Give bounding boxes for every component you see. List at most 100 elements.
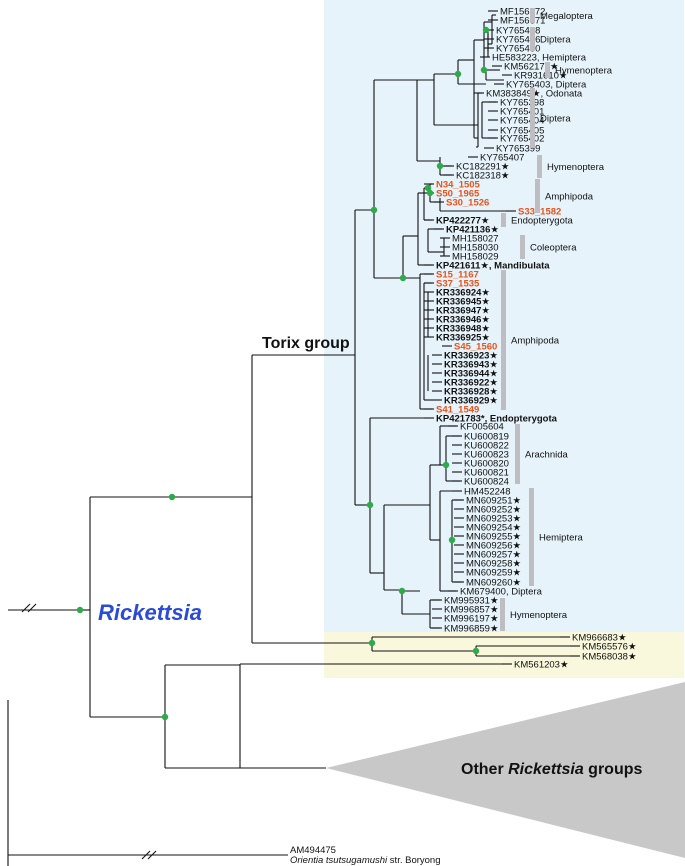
clade-group-label: Amphipoda	[511, 335, 560, 346]
tip-label: KP421136★	[446, 224, 499, 235]
supported-node-marker	[448, 536, 456, 544]
tip-label: KR336923★	[444, 350, 498, 361]
clade-group-label: Hymenoptera	[547, 162, 605, 173]
tip-label: HE583223, Hemiptera	[492, 52, 587, 63]
clade-bar	[501, 213, 506, 227]
tip-label: KU600822	[464, 440, 509, 451]
clade-bar	[530, 27, 535, 51]
clade-group-label: Diptera	[540, 113, 571, 124]
tip-label: KY765407	[480, 152, 524, 163]
tip-label: KU600823	[464, 449, 509, 460]
supported-node-marker	[76, 606, 84, 614]
tip-label: KU600819	[464, 431, 509, 442]
tip-label: MN609257★	[466, 549, 521, 560]
clade-group-label: Coleoptera	[530, 242, 577, 253]
tip-label: S15_1167	[436, 269, 479, 280]
tip-label: KU600820	[464, 458, 509, 469]
clade-bar	[535, 179, 540, 213]
tip-label: KR336947★	[436, 305, 490, 316]
clade-bar	[500, 598, 505, 631]
clade-bar	[520, 235, 525, 259]
tip-label: KR336922★	[444, 377, 498, 388]
tip-label: KR336948★	[436, 323, 490, 334]
tip-label: KM996857★	[444, 604, 498, 615]
clade-group-label: Diptera	[540, 34, 571, 45]
tip-label: KR336943★	[444, 359, 498, 370]
tip-label: N34_1505	[436, 179, 481, 190]
clade-bar	[545, 62, 550, 78]
supported-node-marker	[480, 66, 488, 74]
clade-bar	[530, 8, 535, 23]
other-rickettsia-groups-label: Other Rickettsia groups	[461, 761, 642, 778]
tip-label: S41_1549	[436, 404, 479, 415]
clade-bar	[529, 488, 534, 586]
clade-group-label: Arachnida	[525, 449, 568, 460]
clade-group-label: Hymenoptera	[555, 65, 613, 76]
tip-label: KM996859★	[444, 623, 498, 634]
tip-label: MF156671	[500, 15, 545, 26]
tip-label: MN609260★	[466, 577, 521, 588]
tip-label: HM452248	[464, 486, 510, 497]
clade-bar	[501, 270, 506, 410]
tip-label: KY765406	[496, 34, 540, 45]
tip-label: MN609256★	[466, 540, 521, 551]
tip-label: MN609255★	[466, 531, 521, 542]
clade-bar	[515, 424, 520, 484]
supported-node-marker	[482, 26, 490, 34]
clade-bar	[530, 88, 535, 148]
tip-label: KY765398	[500, 97, 544, 108]
tip-label: KR336924★	[436, 287, 490, 298]
branch-break-mark	[141, 850, 157, 860]
rickettsia-clade-label: Rickettsia	[98, 600, 202, 625]
tip-label: MN609259★	[466, 567, 521, 578]
tip-label: KY765405	[500, 125, 544, 136]
supported-node-marker	[426, 189, 434, 197]
supported-node-marker	[436, 162, 444, 170]
tip-label: MN609258★	[466, 558, 521, 569]
outgroup-accession-label: AM494475	[290, 845, 336, 856]
supported-node-marker	[161, 713, 169, 721]
tip-label: KM679400, Diptera	[460, 586, 543, 597]
tip-label: KR336925★	[436, 332, 490, 343]
tip-label: KY765402	[500, 133, 544, 144]
collapsed-other-rickettsia-clade	[326, 682, 685, 858]
supported-node-marker	[472, 647, 480, 655]
supported-node-marker	[368, 639, 376, 647]
tip-label: MH158027	[452, 233, 498, 244]
tip-label: KR336944★	[444, 368, 498, 379]
tip-label: KM966683★	[572, 632, 626, 643]
tip-label: KM565576★	[582, 641, 636, 652]
tip-label: KP421611★, Mandibulata	[436, 260, 550, 271]
tip-label: KY765403, Diptera	[506, 79, 587, 90]
tip-label: KR336928★	[444, 386, 498, 397]
supported-node-marker	[399, 274, 407, 282]
tip-label: KY765404	[500, 115, 544, 126]
tip-label: KP422277★	[436, 215, 489, 226]
tip-label: KR336946★	[436, 314, 490, 325]
tip-label: KP421783*, Endopterygota	[436, 413, 558, 424]
tip-label: KY765401	[500, 106, 544, 117]
tip-label: KU600821	[464, 467, 509, 478]
tip-label: S45_1560	[454, 341, 497, 352]
tip-label: KU600824	[464, 476, 509, 487]
clade-group-label: Amphipoda	[545, 191, 594, 202]
tip-label: KC182318★	[456, 170, 509, 181]
tip-label: KY765400	[496, 43, 540, 54]
tip-label: S50_1965	[436, 188, 480, 199]
tip-label: KY765399	[496, 143, 540, 154]
clade-group-label: Hymenoptera	[510, 610, 568, 621]
torix-group-label: Torix group	[262, 335, 350, 352]
tip-label: KR931610★	[514, 70, 567, 81]
branch-break-mark	[21, 603, 37, 613]
basal-torix-highlight	[324, 632, 684, 678]
supported-node-marker	[168, 493, 176, 501]
outgroup-species-label: Orientia tsutsugamushi str. Boryong	[290, 855, 441, 866]
tip-label: S30_1526	[446, 197, 489, 208]
tip-label: MN609251★	[466, 495, 521, 506]
tip-label: KR336945★	[436, 296, 490, 307]
tip-label: MN609254★	[466, 522, 521, 533]
clade-group-label: Endopterygota	[511, 215, 574, 226]
tip-label: S37_1535	[436, 278, 480, 289]
tip-label: KF005604	[460, 421, 504, 432]
